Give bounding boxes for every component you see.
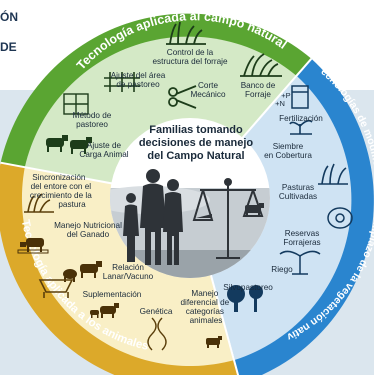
scale-load-left xyxy=(196,214,212,218)
label-genetica: Genética xyxy=(140,307,173,316)
svg-text:Familias tomando: Familias tomando xyxy=(149,124,243,136)
sprinkler-icon xyxy=(279,250,321,275)
label-sincronizacion: Sincronización del entore con el crecimi… xyxy=(30,173,94,209)
family-silhouette xyxy=(123,169,183,265)
label-suplementacion: Suplementación xyxy=(83,290,142,299)
cropped-text-1: ÓN xyxy=(0,10,18,24)
fence-icon xyxy=(104,72,140,92)
paddock-grid-icon xyxy=(63,93,89,115)
label-manejo-diferencial: Manejo diferencial de categorías animale… xyxy=(181,289,232,325)
cropped-text-2: DE xyxy=(0,40,17,54)
cow-sheep-icon xyxy=(63,261,102,282)
green-sector xyxy=(24,36,298,198)
svg-text:del Campo Natural: del Campo Natural xyxy=(147,150,244,162)
feeding-cattle-icon xyxy=(17,238,49,254)
balance-scale-icon xyxy=(192,178,264,259)
feed-trough-icon xyxy=(38,279,74,298)
fertilizer-n: +N xyxy=(275,99,285,108)
fertilizer-p: +P xyxy=(281,91,290,100)
calendar-grass-icon xyxy=(24,193,54,213)
cow-calf-icon xyxy=(90,303,119,318)
label-riego: Riego xyxy=(271,265,293,274)
scissors-icon xyxy=(168,85,197,109)
grass-bank-icon xyxy=(240,53,282,77)
label-fertilizacion: Fertilización xyxy=(279,114,323,123)
category-cattle-icon xyxy=(206,336,222,348)
label-silvopastoreo: Silvopastoreo xyxy=(223,283,273,292)
trees-icon xyxy=(227,285,263,312)
cultivated-grass-icon xyxy=(318,163,348,185)
sprout-icon xyxy=(289,119,313,135)
fertilizer-bag-icon xyxy=(291,85,309,109)
cattle-icon xyxy=(46,135,92,154)
center-title: Familias tomando decisiones de manejo de… xyxy=(139,124,254,162)
yellow-labels: Sincronización del entore con el crecimi… xyxy=(30,173,232,325)
scale-cow-icon xyxy=(245,203,264,217)
grass-icon xyxy=(166,21,206,45)
dna-icon xyxy=(147,317,167,351)
hay-bale-icon xyxy=(327,207,353,229)
svg-text:decisiones de manejo: decisiones de manejo xyxy=(139,137,254,149)
